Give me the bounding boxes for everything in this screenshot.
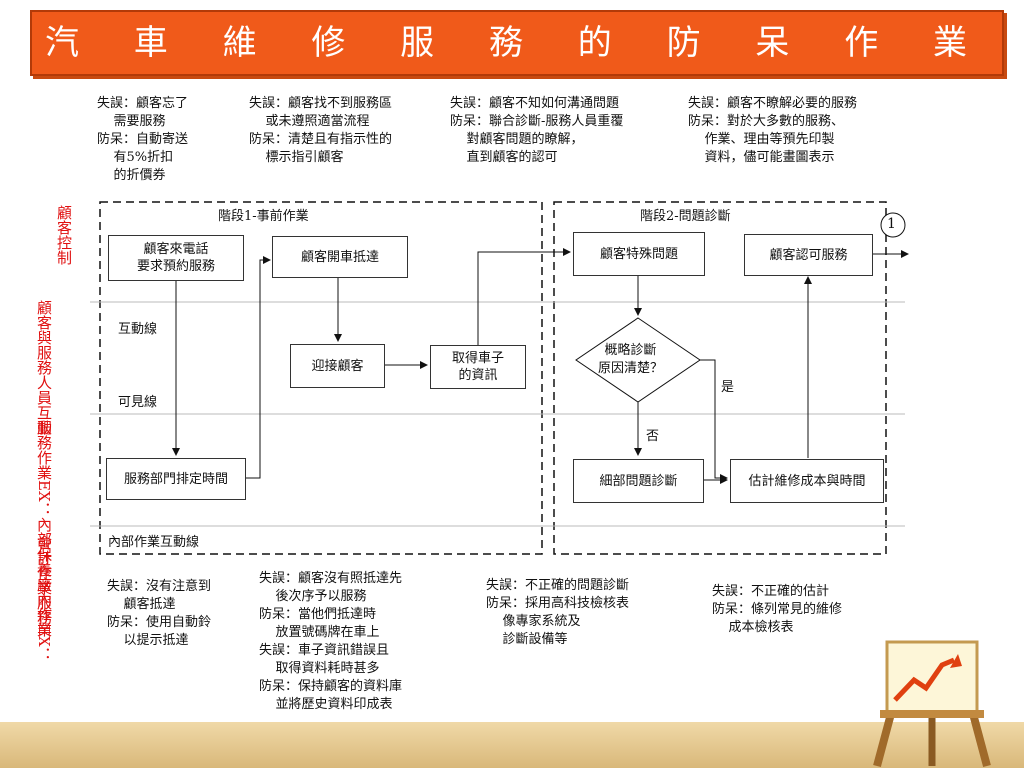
bottom-note-1: 失誤：沒有注意到 顧客抵達 防呆：使用自動鈴 以提示抵達 bbox=[107, 579, 212, 648]
top-note-1: 失誤：顧客忘了 需要服務 防呆：自動寄送 有5%折扣 的折價券 bbox=[97, 96, 189, 183]
decision-text: 概略診斷 原因清楚？ bbox=[598, 343, 664, 376]
internal-line-label: 內部作業互動線 bbox=[108, 535, 200, 550]
decision-yes-label: 是 bbox=[721, 380, 735, 395]
side-label-customer-control: 顧客控制 bbox=[55, 205, 73, 265]
interaction-line-label: 互動線 bbox=[118, 322, 158, 337]
box-customer-approve: 顧客認可服務 bbox=[744, 234, 873, 276]
box-estimate-cost: 估計維修成本與時間 bbox=[730, 459, 884, 503]
top-note-3: 失誤：顧客不知如何溝通問題 防呆：聯合診斷-服務人員重覆 對顧客問題的瞭解， 直… bbox=[450, 96, 624, 165]
bottom-note-4: 失誤：不正確的估計 防呆：條列常見的維修 成本檢核表 bbox=[712, 584, 843, 635]
box-special-problem: 顧客特殊問題 bbox=[573, 232, 705, 276]
title-banner: 汽 車 維 修 服 務 的 防 呆 作 業 bbox=[30, 10, 1004, 76]
box-car-info: 取得車子 的資訊 bbox=[430, 345, 526, 389]
decision-no-label: 否 bbox=[646, 429, 660, 444]
box-customer-arrive: 顧客開車抵達 bbox=[272, 236, 408, 278]
easel-chart-icon bbox=[873, 640, 991, 768]
visible-line-label: 可見線 bbox=[118, 395, 158, 410]
box-schedule-time: 服務部門排定時間 bbox=[106, 458, 246, 500]
arrow-carinfo-to-special bbox=[477, 248, 571, 345]
connector-circle bbox=[880, 212, 906, 238]
top-note-4: 失誤：顧客不瞭解必要的服務 防呆：對於大多數的服務、 作業、理由等預先印製 資料… bbox=[688, 96, 858, 165]
top-note-2: 失誤：顧客找不到服務區 或未遵照適當流程 防呆：清楚且有指示性的 標示指引顧客 bbox=[249, 96, 393, 165]
bottom-decoration-band bbox=[0, 722, 1024, 768]
connector-label: 1 bbox=[887, 216, 896, 232]
page-title: 汽 車 維 修 服 務 的 防 呆 作 業 bbox=[44, 23, 990, 63]
stage2-frame bbox=[553, 201, 887, 555]
box-greet-customer: 迎接顧客 bbox=[290, 344, 385, 388]
stage1-frame bbox=[99, 201, 543, 555]
bottom-note-3: 失誤：不正確的問題診斷 防呆：採用高科技檢核表 像專家系統及 診斷設備等 bbox=[486, 578, 630, 647]
side-label-interaction: 顧客與服務人員互動 bbox=[35, 300, 53, 435]
stage1-label: 階段1-事前作業 bbox=[218, 209, 309, 224]
stage2-label: 階段2-問題診斷 bbox=[640, 209, 731, 224]
box-detail-diagnosis: 細部問題診斷 bbox=[573, 459, 704, 503]
arrow-schedule-to-arrive bbox=[245, 256, 271, 479]
bottom-note-2: 失誤：顧客沒有照抵達先 後次序予以服務 防呆：當他們抵達時 放置號碼牌在車上 失… bbox=[259, 571, 403, 712]
box-customer-call: 顧客來電話 要求預約服務 bbox=[108, 235, 244, 281]
